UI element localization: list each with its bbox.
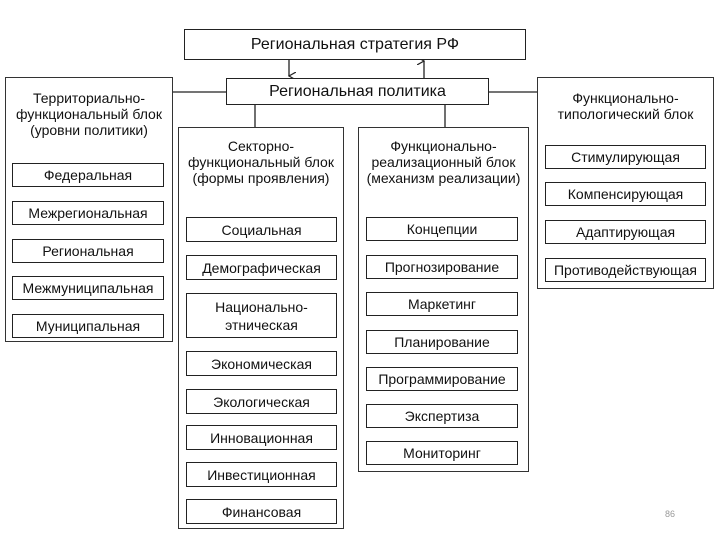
realization-item-forecasting: Прогнозирование (366, 255, 518, 279)
typological-item-stimulating: Стимулирующая (545, 145, 706, 169)
realization-item-marketing: Маркетинг (366, 292, 518, 316)
realization-item-monitoring: Мониторинг (366, 441, 518, 465)
territorial-item-interregional: Межрегиональная (12, 201, 164, 225)
sectoral-item-ecological: Экологическая (186, 389, 337, 414)
realization-item-planning: Планирование (366, 330, 518, 354)
realization-item-programming: Программирование (366, 367, 518, 391)
territorial-item-municipal: Муниципальная (12, 314, 164, 338)
regional-policy-box: Региональная политика (226, 78, 489, 105)
territorial-item-intermunicipal: Межмуниципальная (12, 276, 164, 300)
sectoral-item-innovation: Инновационная (186, 425, 337, 450)
sectoral-item-financial: Финансовая (186, 499, 337, 524)
regional-strategy-box: Региональная стратегия РФ (184, 29, 526, 60)
sectoral-item-national-ethnic: Национально-этническая (186, 293, 337, 338)
realization-item-concepts: Концепции (366, 217, 518, 241)
realization-item-expertise: Экспертиза (366, 404, 518, 428)
sectoral-item-economic: Экономическая (186, 351, 337, 376)
sectoral-item-social: Социальная (186, 217, 337, 242)
sectoral-item-investment: Инвестиционная (186, 462, 337, 487)
sectoral-block-heading: Секторно- функциональный блок (формы про… (188, 138, 334, 186)
typological-item-counteracting: Противодействующая (545, 258, 706, 282)
typological-item-adapting: Адаптирующая (545, 220, 706, 244)
realization-block-heading: Функционально- реализационный блок (меха… (366, 138, 521, 186)
typological-block-heading: Функционально- типологический блок (557, 90, 694, 122)
territorial-block-heading: Территориально- функциональный блок (уро… (16, 90, 162, 138)
typological-item-compensating: Компенсирующая (545, 182, 706, 206)
sectoral-item-demographic: Демографическая (186, 255, 337, 280)
territorial-item-federal: Федеральная (12, 163, 164, 187)
territorial-item-regional: Региональная (12, 239, 164, 263)
page-number: 86 (665, 509, 676, 519)
